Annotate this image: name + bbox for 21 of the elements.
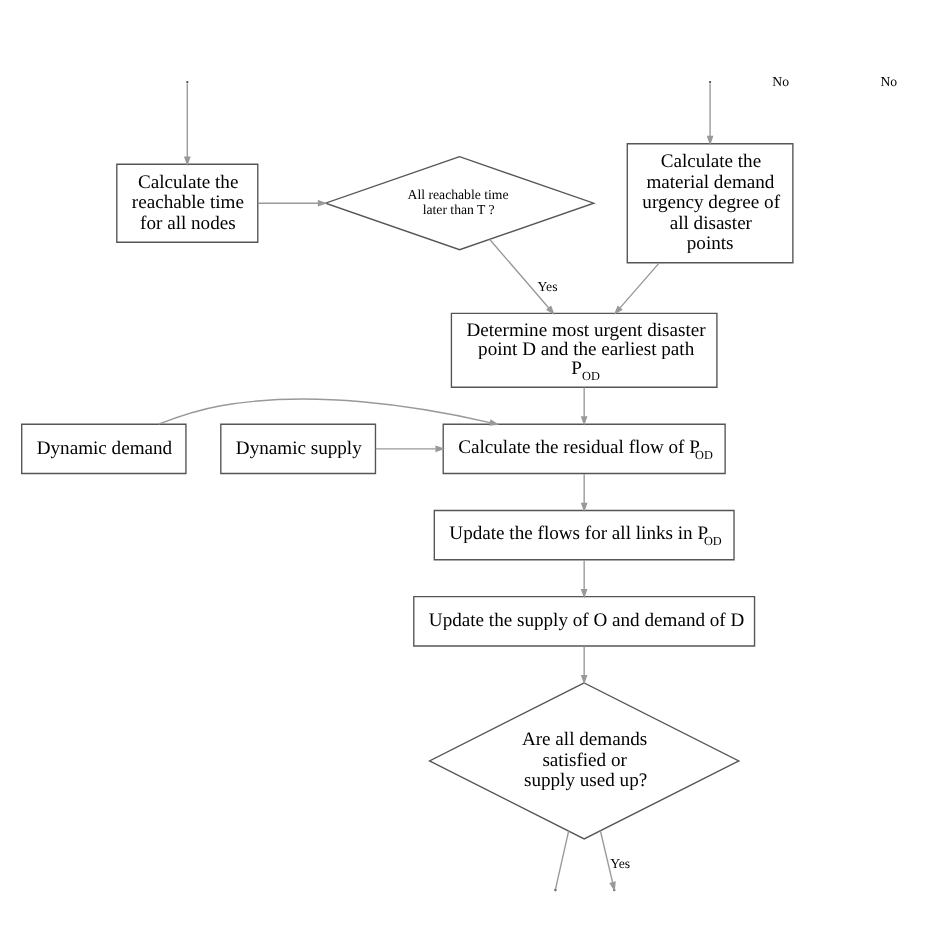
node-box: Calculate the material demand urgency degree of all disaster points (626, 143, 794, 264)
arrow (613, 262, 660, 315)
node-box: Update the flows for all links in P$_{OD}$ (433, 509, 735, 561)
arrow (580, 559, 588, 599)
arrow (580, 645, 588, 685)
node-box: Update the supply of O and demand of D (413, 596, 756, 647)
node-box: Dynamic supply (220, 423, 377, 475)
node-box: Calculate the residual flow of P$_{OD}$ (442, 423, 726, 475)
arrow (580, 386, 588, 426)
node-diamond: Are all demands satisfied or supply used up? (428, 682, 741, 840)
arrow (257, 199, 328, 207)
node-box: Dynamic demand (21, 423, 187, 475)
arrow (489, 238, 555, 315)
connector (554, 830, 570, 891)
arrow (706, 82, 714, 146)
arrow (375, 445, 446, 453)
arrow (157, 398, 500, 426)
node-box: Determine most urgent disaster point D and the earliest path P$_{OD}$ (450, 312, 718, 388)
arrow (580, 473, 588, 513)
arrow (183, 82, 191, 167)
node-box: Calculate the reachable time for all nodes (116, 163, 259, 243)
